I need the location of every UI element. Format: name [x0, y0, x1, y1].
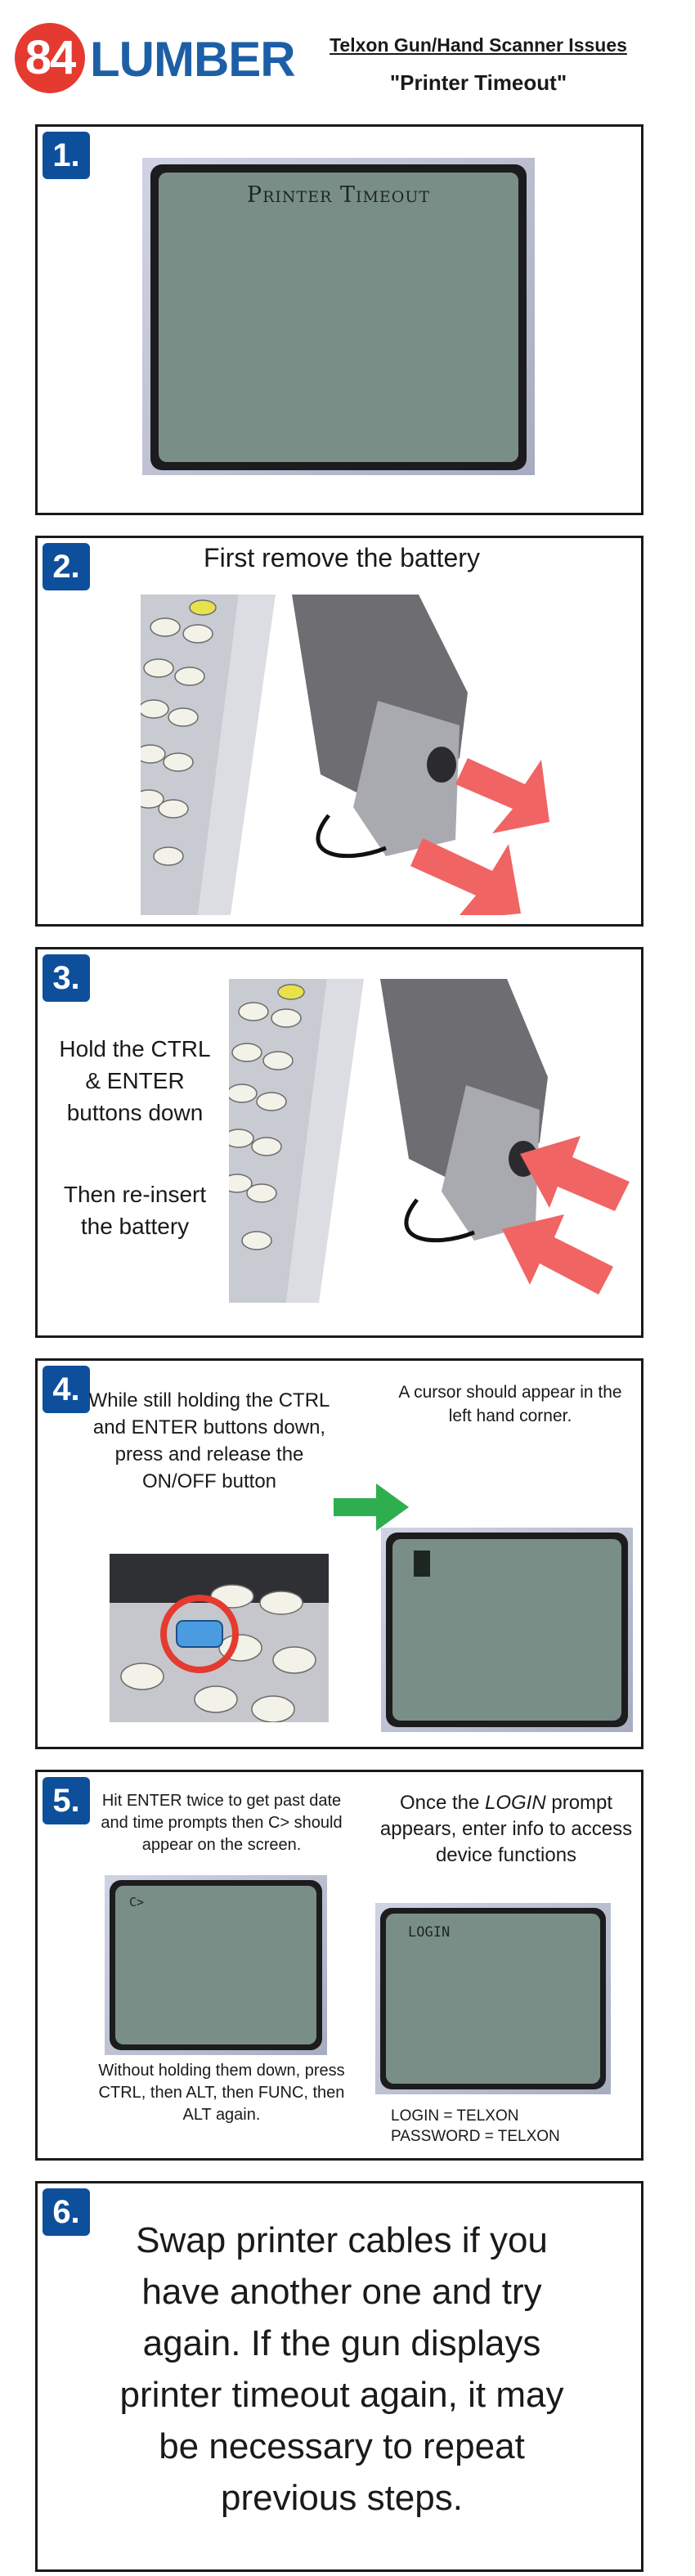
- scanner-battery-removal-illustration: [141, 595, 566, 915]
- logo-circle: [15, 23, 85, 93]
- step-6-panel: 6. Swap printer cables if you have anoth…: [35, 2181, 643, 2572]
- step-4-cursor-note: A cursor should appear in the left hand …: [398, 1383, 622, 1425]
- 84-lumber-logo: 84 LUMBER: [15, 20, 296, 95]
- step-5-login-instruction: Once the LOGIN prompt appears, enter inf…: [379, 1792, 633, 1866]
- lcd-screen: [115, 1886, 316, 2044]
- step-number-badge: 5.: [43, 1777, 90, 1824]
- login-screen-photo: LOGIN: [375, 1903, 611, 2094]
- step-2-instruction: First remove the battery: [204, 543, 480, 572]
- step-3-reinsert-instruction: Then re-insert the battery: [63, 1182, 207, 1239]
- step-number-badge: 1.: [43, 132, 90, 179]
- step-number-badge: 4.: [43, 1366, 90, 1413]
- step-2-panel: 2. First remove the battery: [35, 536, 643, 927]
- page-header: 84 LUMBER Telxon Gun/Hand Scanner Issues…: [0, 0, 695, 114]
- lcd-screen-text: Printer Timeout: [246, 182, 431, 208]
- step-4-panel: 4. While still holding the CTRL and ENTE…: [35, 1358, 643, 1749]
- password-credential: PASSWORD = TELXON: [391, 2128, 560, 2145]
- step-5-enter-instruction: Hit ENTER twice to get past date and tim…: [101, 1792, 343, 1854]
- step-3-hold-instruction: Hold the CTRL & ENTER buttons down: [59, 1036, 211, 1125]
- c-prompt-text: C>: [129, 1895, 145, 1910]
- keypad-onoff-button-photo: [110, 1554, 329, 1722]
- page-title: Telxon Gun/Hand Scanner Issues: [330, 34, 627, 56]
- lcd-screen: [392, 1539, 621, 1721]
- step-3-panel: 3. Hold the CTRL & ENTER buttons down Th…: [35, 947, 643, 1338]
- step-5-panel: 5. Hit ENTER twice to get past date and …: [35, 1770, 643, 2161]
- lcd-screen: [386, 1914, 600, 2084]
- cursor-block-icon: [414, 1551, 430, 1577]
- login-credential: LOGIN = TELXON: [391, 2107, 519, 2125]
- login-prompt-text: LOGIN: [408, 1924, 451, 1941]
- scanner-battery-reinsert-illustration: [229, 979, 638, 1303]
- step-5-ctrl-alt-instruction: Without holding them down, press CTRL, t…: [98, 2062, 345, 2124]
- c-prompt-screen-photo: C>: [105, 1875, 327, 2055]
- step-6-instruction: Swap printer cables if you have another …: [119, 2220, 564, 2518]
- printer-timeout-screen-photo: Printer Timeout: [142, 158, 535, 475]
- step-number-badge: 3.: [43, 954, 90, 1002]
- page-subtitle: "Printer Timeout": [389, 70, 567, 95]
- lcd-screen: [159, 173, 518, 462]
- cursor-screen-photo: [381, 1528, 633, 1732]
- step-number-badge: 6.: [43, 2188, 90, 2236]
- step-number-badge: 2.: [43, 543, 90, 590]
- green-right-arrow-icon: [334, 1483, 409, 1531]
- step-4-onoff-instruction: While still holding the CTRL and ENTER b…: [88, 1389, 330, 1492]
- logo-number: 84: [25, 31, 77, 84]
- step-1-panel: 1. Printer Timeout: [35, 124, 643, 515]
- logo-wordmark: LUMBER: [90, 32, 296, 87]
